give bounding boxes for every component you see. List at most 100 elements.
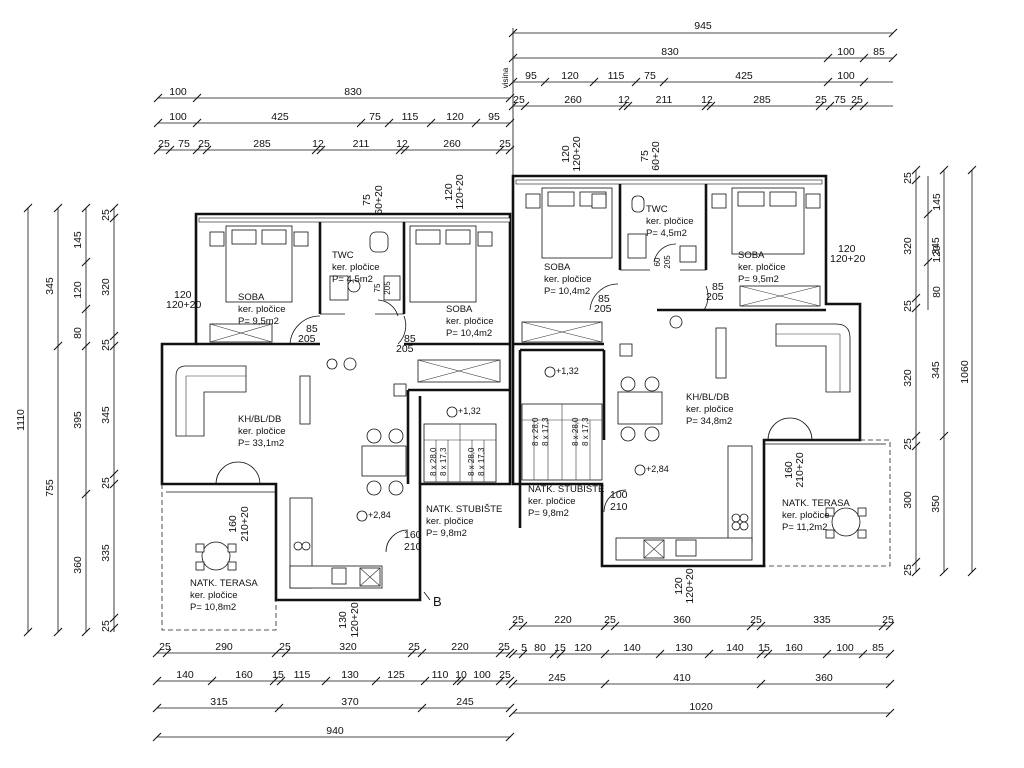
- dim-label: 210+20: [239, 506, 251, 541]
- dim-label: 1060: [959, 360, 971, 384]
- dim-label: 245: [548, 672, 566, 684]
- dim-label: 12: [396, 138, 408, 150]
- dim-label: 100: [169, 86, 187, 98]
- room-label: P= 4,5m2: [646, 228, 687, 239]
- stair-labels: 8 x 28,0 8 x 17,3 8 x 28,0 8 x 17,3 8 x …: [429, 417, 590, 476]
- dim-label: 205: [396, 343, 414, 355]
- dim-label: 120+20: [684, 568, 696, 603]
- dim-label: 320: [339, 641, 357, 653]
- dim-label: 60+20: [650, 141, 662, 171]
- room-label: SOBA: [738, 250, 765, 261]
- dim-label: 335: [813, 614, 831, 626]
- visina-label: visina: [501, 67, 510, 88]
- dim-label: 130: [675, 642, 693, 654]
- dim-label: 160: [785, 642, 803, 654]
- room-label: KH/BL/DB: [686, 392, 729, 403]
- right-stairs: [521, 403, 603, 481]
- room-stubiste-r: NATK. STUBIŠTE ker. pločice P= 9,8m2: [528, 484, 604, 519]
- dim-label: 145: [931, 193, 943, 211]
- dim-bottom-right: 25 220 25 360 25 335 25 5 80 15 120 140 …: [508, 614, 895, 718]
- dim-label: 75: [644, 70, 656, 82]
- dim-label: 350: [930, 495, 942, 513]
- dim-label: 85: [873, 46, 885, 58]
- dim-label: 25: [498, 641, 510, 653]
- level-label: +2,84: [368, 510, 391, 520]
- room-label: TWC: [646, 204, 668, 215]
- room-label: ker. pločice: [782, 510, 830, 521]
- dim-label: 120: [574, 642, 592, 654]
- room-label: ker. pločice: [426, 516, 474, 527]
- dim-label: 25: [851, 94, 863, 106]
- dim-label: 315: [210, 696, 228, 708]
- dim-label: 25: [158, 138, 170, 150]
- dim-label: 25: [902, 564, 914, 576]
- room-label: SOBA: [544, 262, 571, 273]
- dim-label: 145: [72, 231, 84, 249]
- left-room-labels: SOBA ker. pločice P= 9,5m2 TWC ker. ploč…: [190, 250, 502, 613]
- dim-label: 25: [100, 339, 112, 351]
- level-label: 8 x 17,3: [541, 417, 550, 446]
- room-label: SOBA: [446, 304, 473, 315]
- dim-label: 285: [753, 94, 771, 106]
- dim-label: 115: [294, 669, 311, 681]
- room-soba-l1: SOBA ker. pločice P= 9,5m2: [238, 292, 286, 327]
- room-label: P= 11,2m2: [782, 522, 828, 533]
- dim-label: 130: [341, 669, 359, 681]
- room-label: P= 10,4m2: [446, 328, 492, 339]
- room-label: ker. pločice: [686, 404, 734, 415]
- room-label: P= 4,5m2: [332, 274, 373, 285]
- dim-label: 25: [499, 669, 511, 681]
- level-label: 8 x 28,0: [531, 417, 540, 446]
- dim-label: 85: [712, 281, 724, 293]
- dim-label: 410: [673, 672, 691, 684]
- dim-label: 320: [100, 278, 112, 296]
- dim-label: 25: [882, 614, 894, 626]
- left-unit-walls: [160, 212, 512, 631]
- dim-label: 100: [837, 46, 855, 58]
- dim-label: 120+20: [166, 299, 201, 311]
- dim-right: 1060 345 350 345 25 320 25 320 25 300 25…: [902, 165, 977, 577]
- dim-label: 120: [443, 183, 455, 201]
- dim-label: 25: [902, 300, 914, 312]
- section-marker-b: B: [433, 594, 442, 609]
- room-label: NATK. TERASA: [782, 498, 850, 509]
- dim-label: 425: [271, 111, 289, 123]
- room-label: P= 9,8m2: [426, 528, 467, 539]
- dim-label: 85: [598, 293, 610, 305]
- dim-label: 285: [253, 138, 271, 150]
- dim-label: 1110: [15, 409, 27, 431]
- dim-label: 205: [706, 291, 724, 303]
- dim-label: 75: [369, 111, 381, 123]
- dim-label: 120: [561, 70, 579, 82]
- dim-label: 1020: [689, 701, 713, 713]
- dim-label: 12: [618, 94, 630, 106]
- dim-label: 95: [488, 111, 500, 123]
- room-stubiste-l: NATK. STUBIŠTE ker. pločice P= 9,8m2: [426, 504, 502, 539]
- dim-label: 75: [178, 138, 190, 150]
- dim-label: 25: [815, 94, 827, 106]
- dim-label: 120: [673, 577, 685, 595]
- level-label: +2,84: [646, 464, 669, 474]
- dim-label: 205: [298, 333, 316, 345]
- dim-label: 100: [473, 669, 491, 681]
- dim-label: 25: [100, 620, 112, 632]
- dim-label: 95: [525, 70, 537, 82]
- dim-label: 60: [653, 257, 662, 266]
- dim-label: 211: [656, 94, 673, 106]
- dim-label: 205: [594, 303, 612, 315]
- dim-label: 10: [455, 669, 467, 681]
- dim-label: 290: [215, 641, 233, 653]
- dim-label: 140: [623, 642, 641, 654]
- dim-label: 300: [902, 491, 914, 509]
- level-label: +1,32: [556, 366, 579, 376]
- dim-label: 395: [72, 411, 84, 429]
- left-stairs: [423, 423, 497, 483]
- dim-label: 425: [735, 70, 753, 82]
- dim-label: 360: [72, 556, 84, 574]
- room-label: SOBA: [238, 292, 265, 303]
- dim-label: 110: [432, 669, 449, 681]
- dim-label: 140: [726, 642, 744, 654]
- dim-label: 120+20: [830, 253, 865, 265]
- level-label: +1,32: [458, 406, 481, 416]
- dim-label: 220: [554, 614, 572, 626]
